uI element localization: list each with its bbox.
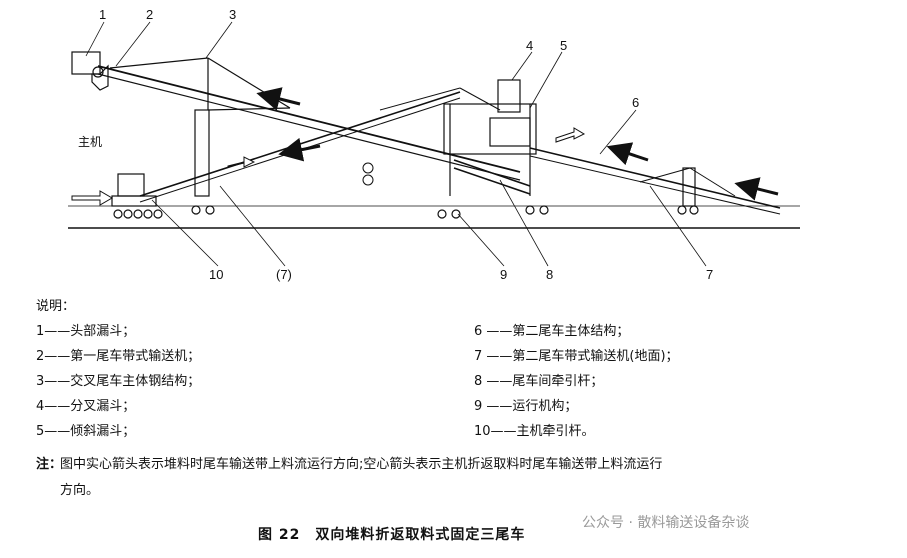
main-machine: [111, 173, 157, 207]
legend-heading: 说明：: [36, 299, 76, 314]
legend-left-item: 2——第一尾车带式输送机；: [36, 349, 201, 364]
callout-7-paren: (7): [276, 267, 292, 282]
flow-arrows-hollow: [71, 127, 586, 206]
callout-5: 5: [560, 38, 567, 53]
tripper-diagram: 1 2 3 4 5 6 7 8 9 10 (7) 主机: [68, 7, 800, 282]
callout-3: 3: [229, 7, 236, 22]
callout-6: 6: [632, 95, 639, 110]
legend-right-item: 8 ——尾车间牵引杆；: [474, 374, 604, 389]
callout-4: 4: [526, 38, 533, 53]
flow-arrows-solid: [256, 87, 779, 201]
figure-caption: 图 22 双向堆料折返取料式固定三尾车: [258, 527, 526, 543]
legend: 说明： 1——头部漏斗； 2——第一尾车带式输送机； 3——交叉尾车主体钢结构；…: [0, 290, 907, 558]
watermark: 公众号 · 散料输送设备杂谈: [582, 515, 750, 531]
legend-left-item: 1——头部漏斗；: [36, 324, 136, 339]
callout-10: 10: [209, 267, 223, 282]
cross-tripper-structure: [109, 57, 291, 197]
legend-right-item: 10——主机牵引杆。: [474, 424, 595, 439]
legend-right-item: 6 ——第二尾车主体结构；: [474, 324, 630, 339]
legend-left-item: 5——倾斜漏斗；: [36, 424, 136, 439]
bifurcation-hopper: [443, 79, 537, 196]
callout-leaders: [85, 21, 707, 267]
legend-right-item: 7 ——第二尾车带式输送机(地面)；: [474, 349, 679, 364]
callout-1: 1: [99, 7, 106, 22]
callout-2: 2: [146, 7, 153, 22]
first-tripper-conveyor: [97, 65, 521, 181]
legend-left-item: 4——分叉漏斗；: [36, 399, 136, 414]
traction-bar: [453, 159, 531, 195]
callout-9: 9: [500, 267, 507, 282]
note-label: 注：: [36, 457, 63, 472]
callout-8: 8: [546, 267, 553, 282]
legend-left-item: 3——交叉尾车主体钢结构；: [36, 374, 201, 389]
return-conveyor: [139, 87, 501, 203]
legend-right-item: 9 ——运行机构；: [474, 399, 578, 414]
main-machine-label: 主机: [78, 135, 102, 149]
second-tripper-conveyor: [529, 147, 781, 215]
note-line-1: 图中实心箭头表示堆料时尾车输送带上料流运行方向;空心箭头表示主机折返取料时尾车输…: [60, 457, 663, 472]
travel-mechanism: [113, 205, 699, 219]
callout-7: 7: [706, 267, 713, 282]
note-line-2: 方向。: [60, 483, 100, 498]
